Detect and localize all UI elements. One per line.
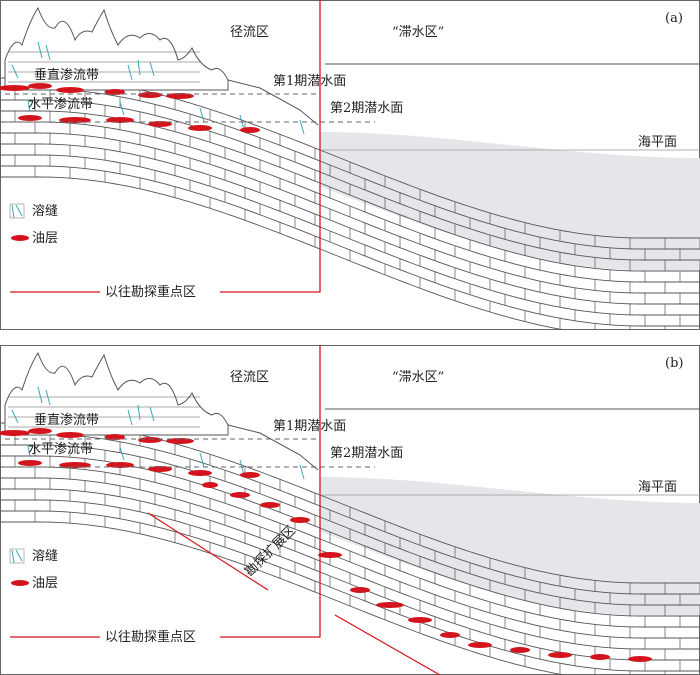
- oil-lens: [28, 428, 52, 434]
- oil-lens: [18, 460, 42, 466]
- prev-zone-label: 以往勘探重点区: [105, 629, 196, 645]
- oil-lens: [260, 502, 280, 508]
- oil-lens: [350, 587, 370, 593]
- fracture-mark: [200, 453, 204, 467]
- vertical-zone-label: 垂直渗流带: [34, 68, 99, 83]
- zone-divider: [220, 345, 320, 637]
- oil-lens: [590, 654, 610, 660]
- panel-a: (a) 径流区 “滞水区” 第1期潜水面第2期潜水面 垂直渗流带水平渗流带海平面溶缝油层…: [0, 0, 700, 330]
- oil-lens: [510, 647, 530, 653]
- oil-lens: [138, 92, 162, 98]
- oil-lens: [408, 617, 432, 623]
- legend-oil-icon: [11, 580, 29, 586]
- water-table-2-label: 第2期潜水面: [330, 101, 403, 116]
- oil-lens: [290, 517, 310, 523]
- oil-lens: [18, 115, 42, 121]
- horizontal-zone-label: 水平渗流带: [28, 97, 93, 112]
- legend-fracture-icon: [12, 205, 22, 218]
- expansion-guide-line: [148, 513, 268, 590]
- legend-oil-label: 油层: [32, 231, 58, 246]
- oil-lens: [106, 462, 134, 468]
- vertical-zone-label: 垂直渗流带: [34, 413, 99, 428]
- stagnant-zone-label: “滞水区”: [392, 370, 444, 385]
- oil-lens: [628, 656, 652, 662]
- oil-lens: [548, 652, 572, 658]
- panel-tag: (b): [665, 356, 683, 371]
- oil-lens: [138, 437, 162, 443]
- water-table-2-label: 第2期潜水面: [330, 446, 403, 461]
- legend-fracture-label: 溶缝: [32, 204, 58, 219]
- runoff-zone-label: 径流区: [230, 370, 269, 385]
- fracture-mark: [200, 108, 204, 122]
- legend-fracture-label: 溶缝: [32, 549, 58, 564]
- prev-zone-label: 以往勘探重点区: [105, 284, 196, 300]
- legend-oil-label: 油层: [32, 576, 58, 591]
- runoff-zone-label: 径流区: [230, 25, 269, 40]
- panel-tag: (a): [665, 11, 683, 26]
- oil-lens: [56, 87, 84, 93]
- oil-lens: [56, 432, 84, 438]
- sea-level-label: 海平面: [638, 135, 677, 150]
- panel-b: (b) 径流区 “滞水区” 第1期潜水面第2期潜水面 垂直渗流带水平渗流带海平面溶缝油层…: [0, 345, 700, 675]
- oil-lens: [28, 83, 52, 89]
- oil-lens: [318, 552, 342, 558]
- oil-lens: [240, 472, 260, 478]
- legend-oil-icon: [11, 235, 29, 241]
- horizontal-zone-label: 水平渗流带: [28, 442, 93, 457]
- oil-lens: [188, 470, 212, 476]
- zone-divider: [220, 0, 320, 292]
- stagnant-zone-label: “滞水区”: [392, 25, 444, 40]
- oil-lens: [230, 492, 250, 498]
- oil-lens: [106, 117, 134, 123]
- oil-lens: [188, 125, 212, 131]
- oil-lens: [202, 482, 218, 488]
- water-table-1-label: 第1期潜水面: [273, 419, 346, 434]
- oil-lens: [440, 632, 460, 638]
- oil-lens: [376, 602, 404, 608]
- oil-lens: [240, 127, 260, 133]
- sea-level-label: 海平面: [638, 480, 677, 495]
- oil-lens: [468, 642, 492, 648]
- water-table-1-label: 第1期潜水面: [273, 74, 346, 89]
- legend-fracture-icon: [12, 550, 22, 563]
